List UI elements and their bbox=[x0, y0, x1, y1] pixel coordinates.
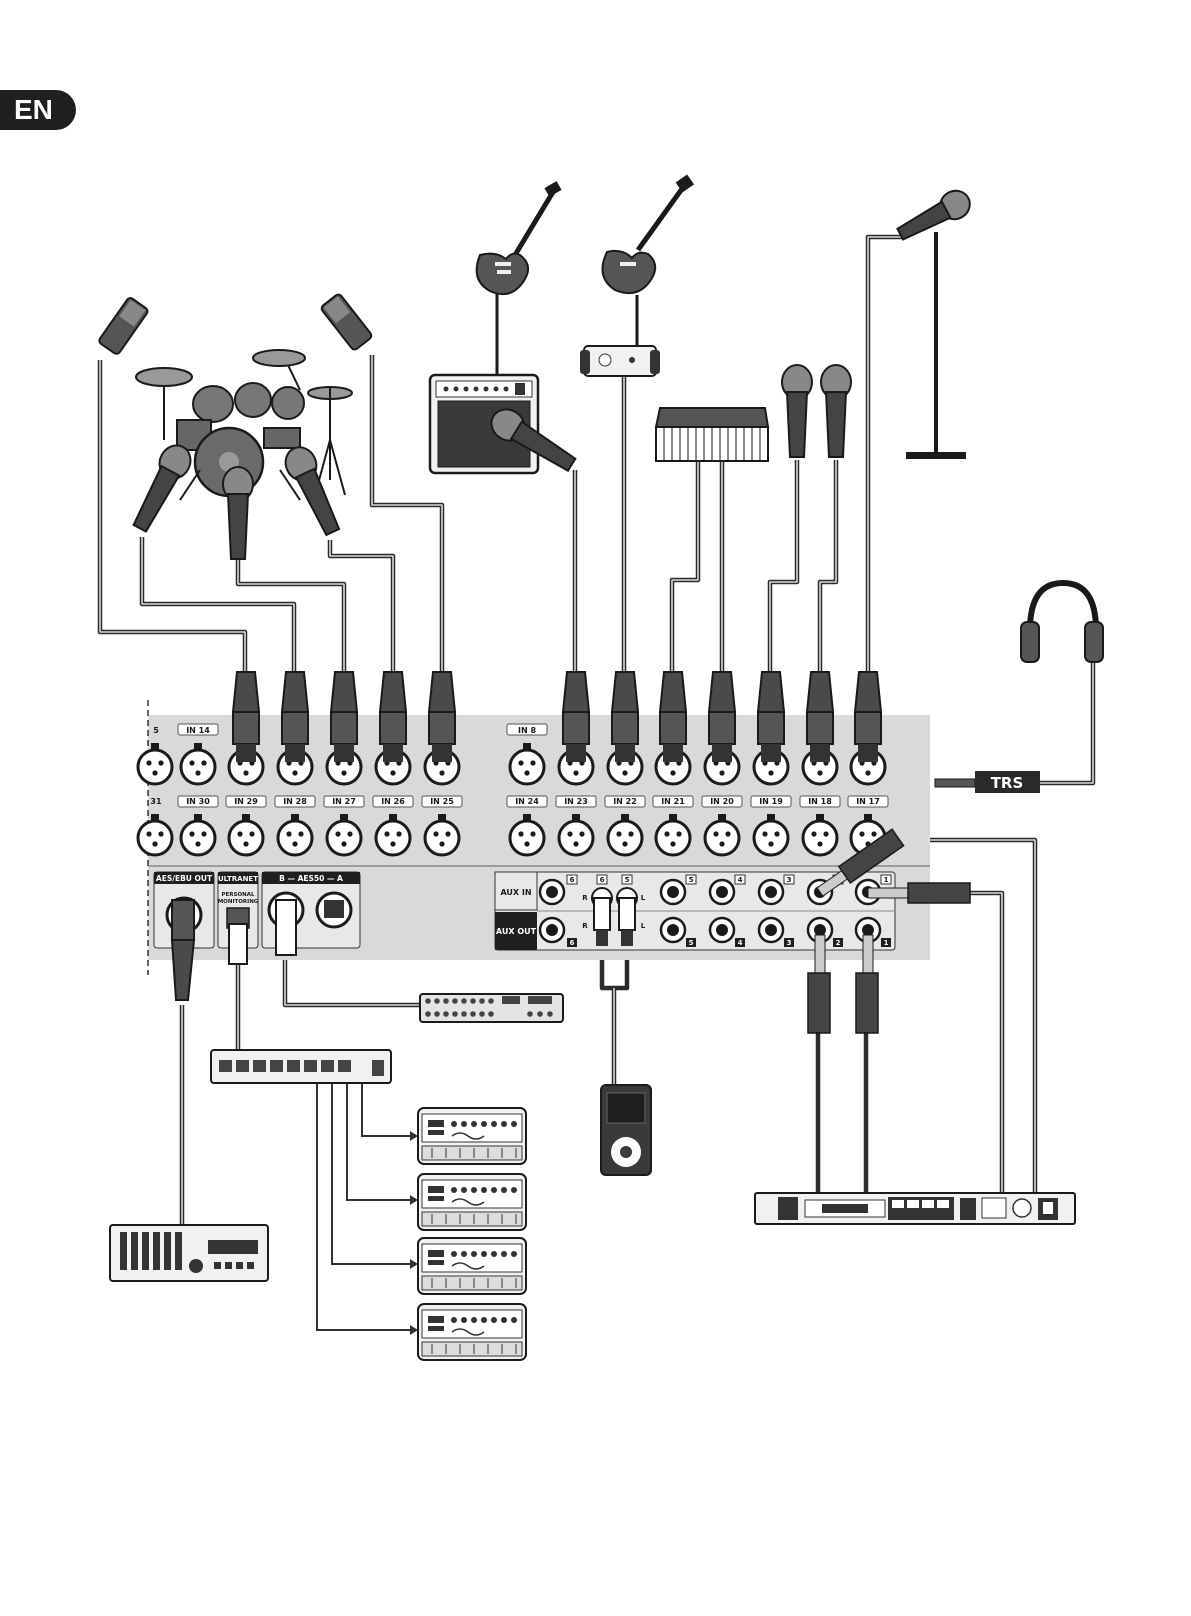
vocal-mic-2 bbox=[821, 365, 851, 457]
label-in-22: IN 22 bbox=[613, 797, 637, 806]
trs-label: TRS bbox=[991, 774, 1024, 792]
aux-in-label: AUX IN bbox=[500, 888, 531, 897]
electric-guitar bbox=[477, 181, 562, 378]
aux-r-label-out: R bbox=[582, 922, 588, 930]
label-in-28: IN 28 bbox=[283, 797, 307, 806]
aux-num-5b: 5 bbox=[625, 876, 630, 884]
aux-num-4: 4 bbox=[738, 876, 743, 884]
aes50-label: B — AES50 — A bbox=[279, 874, 343, 883]
ultranet-hub bbox=[211, 1050, 391, 1083]
personal-mixer-2 bbox=[418, 1174, 526, 1230]
personal-mixer-4 bbox=[418, 1304, 526, 1360]
personal-mixer-3 bbox=[418, 1238, 526, 1294]
label-in-29: IN 29 bbox=[234, 797, 258, 806]
label-in-31-partial: 31 bbox=[150, 797, 162, 806]
trs-plug: TRS bbox=[935, 771, 1040, 793]
personal-monitoring-label-1: PERSONAL bbox=[221, 892, 255, 898]
aux-num-1: 1 bbox=[884, 876, 889, 884]
aux-out-num-4: 4 bbox=[738, 939, 743, 947]
personal-monitoring-label-2: MONITORING bbox=[218, 899, 259, 905]
bass-guitar bbox=[603, 174, 694, 348]
label-in-18: IN 18 bbox=[808, 797, 832, 806]
drum-mic-left bbox=[127, 440, 197, 535]
aux-out-label: AUX OUT bbox=[496, 927, 537, 936]
overhead-mic-left bbox=[98, 297, 149, 356]
aux-l-label-out: L bbox=[641, 922, 646, 930]
label-in-17: IN 17 bbox=[856, 797, 880, 806]
digital-recorder bbox=[110, 1225, 268, 1281]
label-in-14: IN 14 bbox=[186, 726, 210, 735]
label-in-26: IN 26 bbox=[381, 797, 405, 806]
aes50-section: B — AES50 — A bbox=[262, 872, 360, 955]
overhead-mic-right bbox=[320, 293, 373, 351]
label-in-19: IN 19 bbox=[759, 797, 783, 806]
label-in-21: IN 21 bbox=[661, 797, 685, 806]
kick-mic bbox=[223, 467, 253, 559]
keyboard bbox=[656, 408, 768, 461]
aes50-stage-box bbox=[420, 994, 563, 1022]
personal-mixer-1 bbox=[418, 1108, 526, 1164]
vocal-mic-1 bbox=[782, 365, 812, 457]
aux-num-6: 6 bbox=[570, 876, 575, 884]
effects-processor bbox=[755, 1193, 1075, 1224]
label-in-8: IN 8 bbox=[518, 726, 536, 735]
aux-out-num-1: 1 bbox=[884, 939, 889, 947]
tom-mic bbox=[280, 442, 346, 538]
aux-out-num-6: 6 bbox=[570, 939, 575, 947]
label-in-15-partial: 5 bbox=[153, 726, 159, 735]
mixer-rear-panel: IN 14 5 IN 8 31 IN 30 bbox=[138, 672, 970, 1033]
di-box bbox=[580, 346, 660, 376]
headphones bbox=[1021, 583, 1103, 662]
aes-ebu-plug bbox=[172, 900, 194, 1000]
ultranet-label: ULTRANET bbox=[218, 875, 258, 883]
aux-out-num-2: 2 bbox=[836, 939, 841, 947]
aux-r-label-in: R bbox=[582, 894, 588, 902]
label-in-30: IN 30 bbox=[186, 797, 210, 806]
mp3-player bbox=[601, 1085, 651, 1175]
aes-ebu-label: AES/EBU OUT bbox=[156, 874, 213, 883]
label-in-24: IN 24 bbox=[515, 797, 539, 806]
label-in-27: IN 27 bbox=[332, 797, 356, 806]
aux-l-label-in: L bbox=[641, 894, 646, 902]
label-in-23: IN 23 bbox=[564, 797, 588, 806]
aux-num-3: 3 bbox=[787, 876, 792, 884]
label-in-20: IN 20 bbox=[710, 797, 734, 806]
aux-out-num-3: 3 bbox=[787, 939, 792, 947]
label-in-25: IN 25 bbox=[430, 797, 454, 806]
lead-vocal-mic-stand bbox=[894, 186, 975, 459]
aux-num-6b: 6 bbox=[600, 876, 605, 884]
aux-out-num-5: 5 bbox=[689, 939, 694, 947]
aux-num-5: 5 bbox=[689, 876, 694, 884]
bottom-row-labels: 31 IN 30 IN 29 IN 28 IN 27 IN 26 IN 25 I… bbox=[150, 796, 888, 807]
